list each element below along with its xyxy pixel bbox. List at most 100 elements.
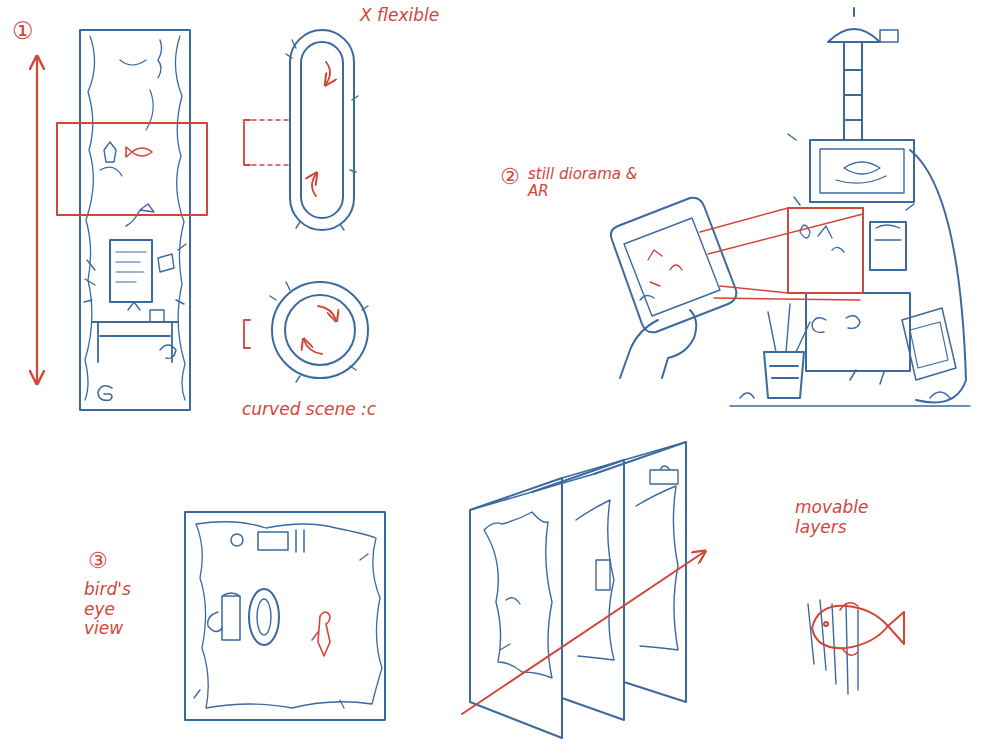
layer-object	[650, 466, 678, 484]
tablet-hand	[611, 198, 736, 378]
ring-inner	[285, 295, 355, 365]
snail-doodle	[98, 386, 112, 401]
thumb	[640, 295, 654, 300]
layer-object	[596, 560, 610, 590]
person	[312, 612, 330, 656]
foliage	[194, 554, 368, 708]
dashed-leader	[252, 120, 290, 165]
fish-fin	[840, 603, 858, 655]
poster	[158, 254, 174, 272]
note-text: movable layers	[795, 498, 915, 537]
desk-items	[128, 302, 164, 322]
rock-arch	[910, 150, 966, 403]
cave-edge	[196, 522, 382, 708]
crate	[880, 30, 898, 42]
birds-eye-figure	[312, 612, 330, 656]
layer-rail	[470, 442, 686, 510]
pill-outer	[290, 30, 354, 230]
scene-frame	[80, 30, 190, 410]
snail-doodle	[812, 316, 860, 333]
rotation-arrow	[304, 340, 322, 354]
loop-markers	[244, 62, 336, 354]
screen-content	[648, 250, 682, 286]
layer-panel	[532, 460, 624, 720]
planter	[764, 352, 804, 398]
moving-fish	[812, 603, 904, 655]
target-frame	[788, 208, 863, 293]
tv-box	[810, 140, 914, 202]
grass	[768, 304, 810, 352]
foliage	[270, 282, 368, 382]
notice-board	[110, 240, 152, 302]
rotation-arrow	[326, 62, 330, 84]
plant	[126, 40, 162, 226]
crate	[258, 532, 288, 550]
ring	[249, 589, 279, 645]
board-lines	[116, 252, 146, 282]
leaf	[84, 244, 186, 304]
ar-projection	[648, 208, 863, 300]
side-box	[870, 222, 906, 270]
scroll-arrow	[36, 58, 38, 382]
fish	[126, 147, 152, 157]
bracket	[244, 120, 250, 165]
fish-tail	[888, 612, 904, 644]
leader-lines	[252, 120, 290, 165]
mid-box	[788, 208, 863, 293]
layer-panel	[594, 442, 686, 702]
hand	[620, 310, 696, 378]
foliage	[286, 40, 358, 230]
swirl	[836, 162, 886, 183]
cave-wall	[175, 36, 185, 400]
callout-number: ①	[12, 18, 52, 46]
note-text: still diorama & AR	[528, 166, 658, 201]
fish-eye	[824, 622, 828, 626]
viewport-frame	[57, 123, 207, 215]
crystal	[104, 142, 116, 162]
loop-scenes	[270, 30, 368, 382]
umbrella	[828, 8, 880, 42]
post	[296, 530, 304, 552]
projection-line	[700, 208, 863, 300]
diorama	[730, 8, 970, 406]
stone	[231, 534, 243, 546]
rotation-arrow	[312, 174, 316, 196]
note-text: bird's eye view	[84, 580, 146, 639]
desk	[92, 322, 178, 362]
layer-detail	[500, 598, 520, 650]
rock-line	[100, 60, 153, 176]
cave-wall	[85, 36, 95, 400]
foliage	[788, 134, 914, 210]
layer-stack	[470, 442, 686, 738]
ground	[730, 370, 970, 406]
note-text: X flexible	[360, 6, 500, 26]
bush	[208, 612, 222, 632]
rock	[160, 345, 176, 358]
bracket	[244, 320, 250, 348]
layer-cutout	[636, 486, 678, 650]
ring-outer	[272, 282, 368, 378]
layer-cutout	[576, 500, 614, 660]
callout-number: ②	[500, 164, 530, 189]
pill-inner	[301, 42, 343, 218]
view-arrow	[462, 552, 704, 714]
tv-screen	[820, 149, 904, 193]
view-window	[57, 123, 207, 215]
map-frame	[185, 512, 385, 720]
log	[222, 593, 240, 640]
barrel	[875, 225, 901, 240]
tablet-screen	[624, 218, 720, 316]
ladder	[844, 42, 862, 140]
tall-scene	[80, 30, 190, 410]
frame-picture	[910, 322, 948, 368]
lower-box	[806, 293, 910, 371]
tablet	[611, 198, 736, 333]
rotation-arrow	[318, 306, 336, 320]
birds-eye-scene	[185, 512, 385, 720]
depth-arrow	[462, 552, 704, 714]
fish-body	[812, 606, 888, 648]
callout-number: ③	[88, 548, 128, 573]
double-arrow	[36, 58, 38, 382]
